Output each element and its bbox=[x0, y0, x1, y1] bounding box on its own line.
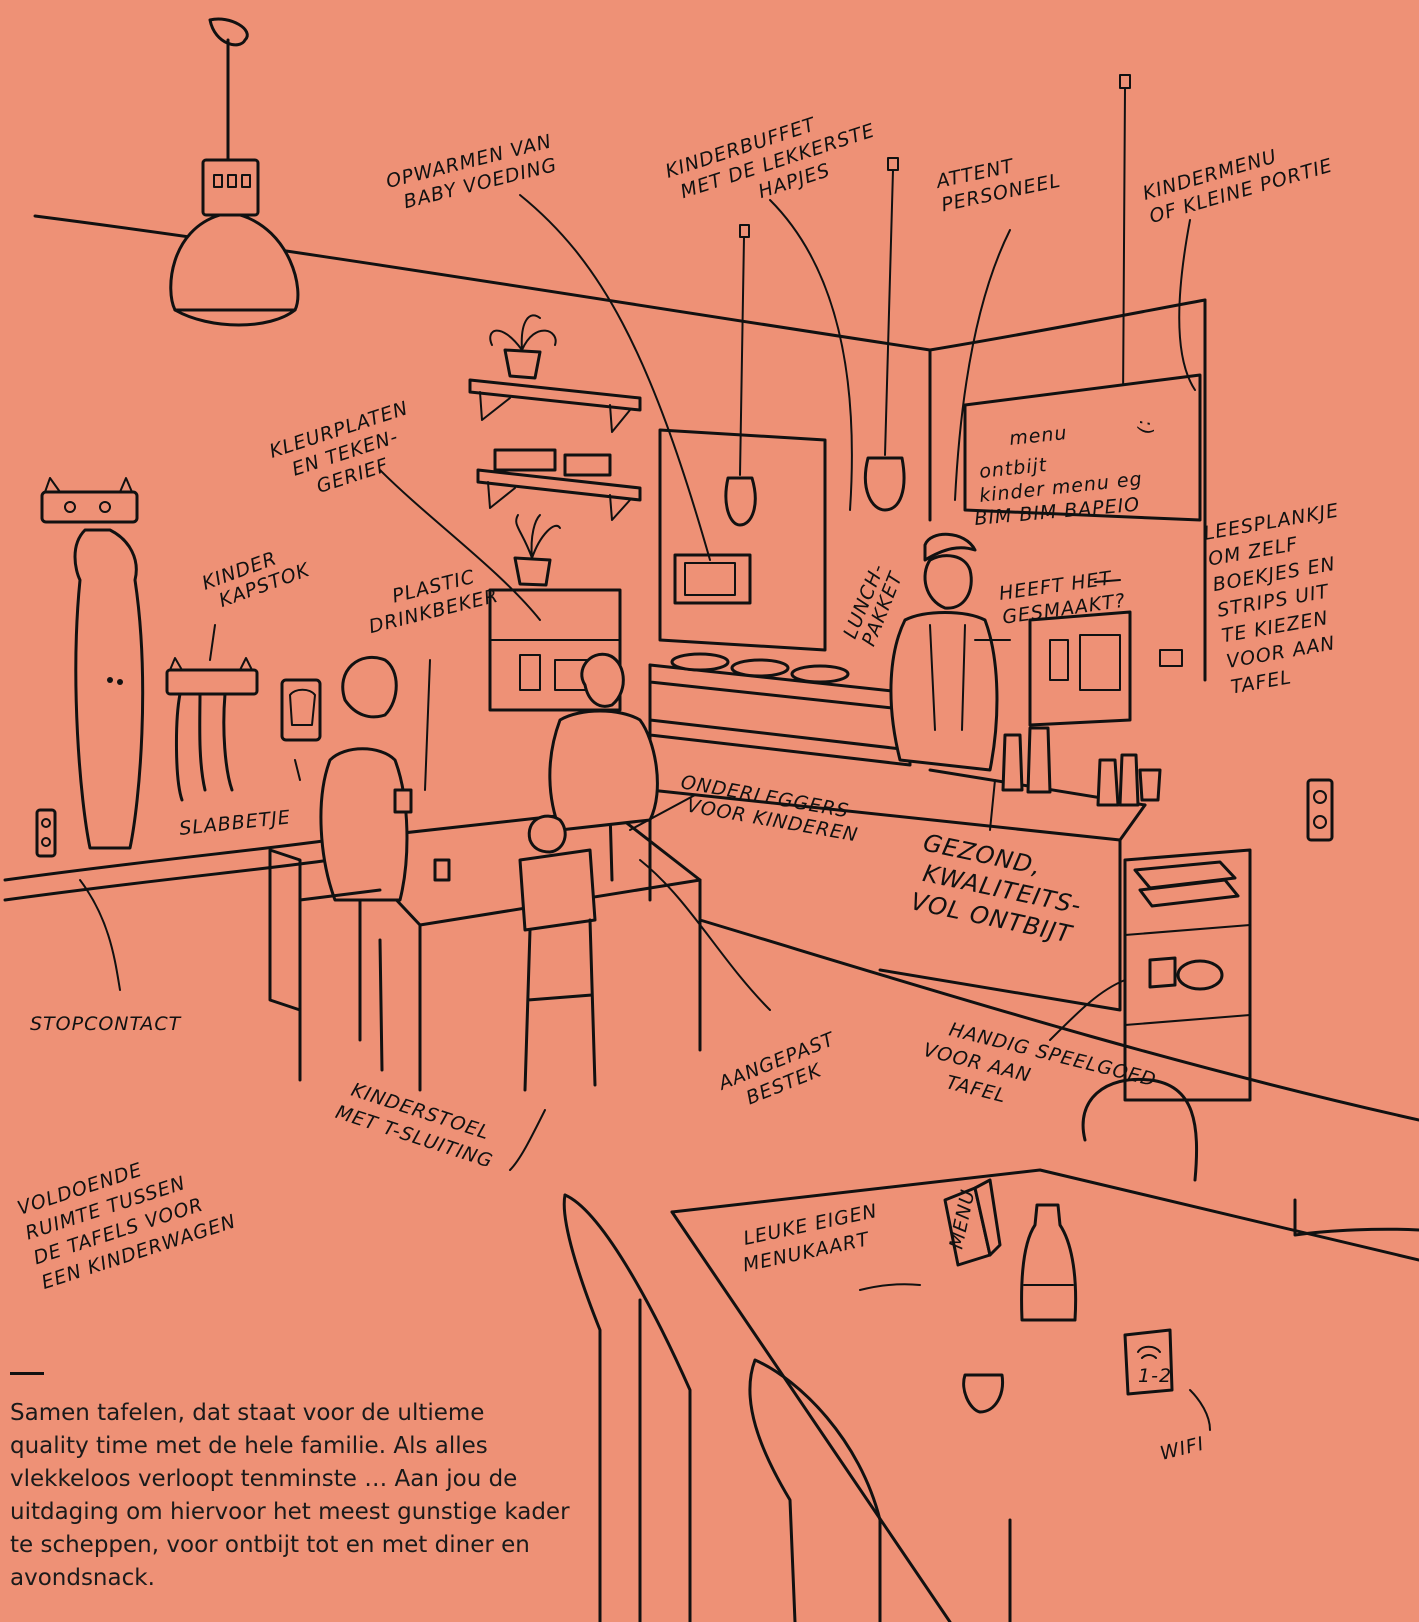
label-drinkbeker: PLASTIC DRINKBEKER bbox=[361, 561, 501, 638]
label-kapstok: KINDER KAPSTOK bbox=[199, 538, 313, 615]
bib bbox=[282, 680, 320, 740]
wifi-sign-text: 1-2 bbox=[1138, 1365, 1172, 1387]
label-leesplankje: LEESPLANKJE OM ZELF BOEKJES EN STRIPS UI… bbox=[1202, 498, 1375, 698]
label-opwarmen: OPWARMEN VAN BABY VOEDING bbox=[384, 129, 567, 216]
label-personeel: ATTENT PERSONEEL bbox=[933, 146, 1063, 217]
label-bestek: AANGEPAST BESTEK bbox=[714, 1025, 854, 1117]
label-onderleggers: ONDERLEGGERS VOOR KINDEREN bbox=[675, 771, 863, 846]
pendant-lamp-large bbox=[171, 19, 298, 325]
barista bbox=[891, 534, 997, 770]
coat-rack bbox=[42, 478, 257, 848]
family-table bbox=[270, 654, 700, 1090]
label-stopcontact: STOPCONTACT bbox=[30, 1013, 182, 1035]
front-table bbox=[564, 1079, 1419, 1622]
label-ruimte: VOLDOENDE RUIMTE TUSSEN DE TAFELS VOOR E… bbox=[15, 1136, 239, 1294]
label-menukaart: LEUKE EIGEN MENUKAART bbox=[736, 1199, 892, 1277]
intro-block: Samen tafelen, dat staat voor de ultieme… bbox=[10, 1372, 570, 1595]
coffee-machine bbox=[1003, 612, 1182, 805]
label-kindermenu: KINDERMENU OF KLEINE PORTIE bbox=[1140, 131, 1335, 227]
intro-text: Samen tafelen, dat staat voor de ultieme… bbox=[10, 1397, 570, 1595]
wall-shelves bbox=[470, 315, 640, 585]
label-slabbetje: SLABBETJE bbox=[178, 806, 292, 840]
chalkboard-smiley: :) bbox=[1135, 420, 1157, 436]
label-speelgoed: HANDIG SPEELGOED VOOR AAN TAFEL bbox=[915, 1014, 1166, 1144]
label-kinderstoel: KINDERSTOEL MET T-SLUITING bbox=[333, 1076, 504, 1172]
label-wifi: WIFI bbox=[1158, 1433, 1207, 1465]
label-kleurplaten: KLEURPLATEN EN TEKEN- GERIEF bbox=[267, 395, 433, 508]
label-ontbijt: GEZOND, KWALITEITS- VOL ONTBIJT bbox=[908, 828, 1099, 951]
intro-dash bbox=[10, 1372, 44, 1375]
